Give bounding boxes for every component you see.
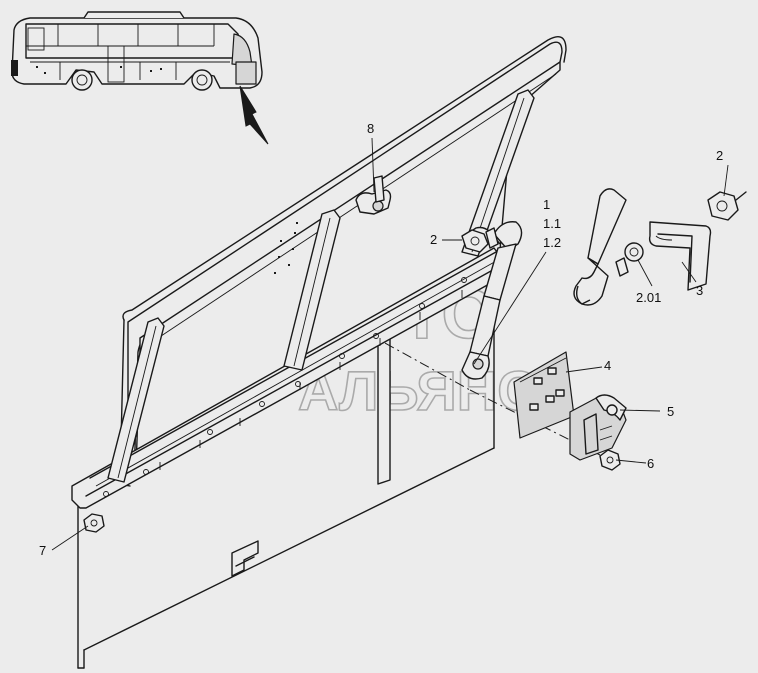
hinge-part-5: [569, 394, 627, 461]
label-3: 3: [696, 283, 703, 298]
part-labels: 8 2 1 1.1 1.2 2 2.01 3 4 5 6 7: [39, 121, 723, 558]
label-6: 6: [647, 456, 654, 471]
bus-thumbnail: [11, 11, 263, 91]
bracket-part-3: [648, 221, 712, 291]
location-arrow: [239, 85, 269, 145]
strut-exploded-view: [573, 188, 644, 306]
latch-part-8: [355, 175, 392, 215]
label-8: 8: [367, 121, 374, 136]
label-1-2: 1.2: [543, 235, 561, 250]
luggage-door-panel: [71, 36, 567, 509]
label-2-left: 2: [430, 232, 437, 247]
nut-part-7: [83, 513, 105, 533]
label-7: 7: [39, 543, 46, 558]
label-1: 1: [543, 197, 550, 212]
label-2-01: 2.01: [636, 290, 661, 305]
label-1-1: 1.1: [543, 216, 561, 231]
nut-part-2-right: [707, 191, 747, 221]
label-5: 5: [667, 404, 674, 419]
label-4: 4: [604, 358, 611, 373]
leader-lines: [51, 137, 729, 551]
label-2-right: 2: [716, 148, 723, 163]
plate-part-4: [513, 351, 575, 439]
nut-part-6: [599, 449, 621, 471]
nut-part-2-left: [461, 229, 489, 253]
